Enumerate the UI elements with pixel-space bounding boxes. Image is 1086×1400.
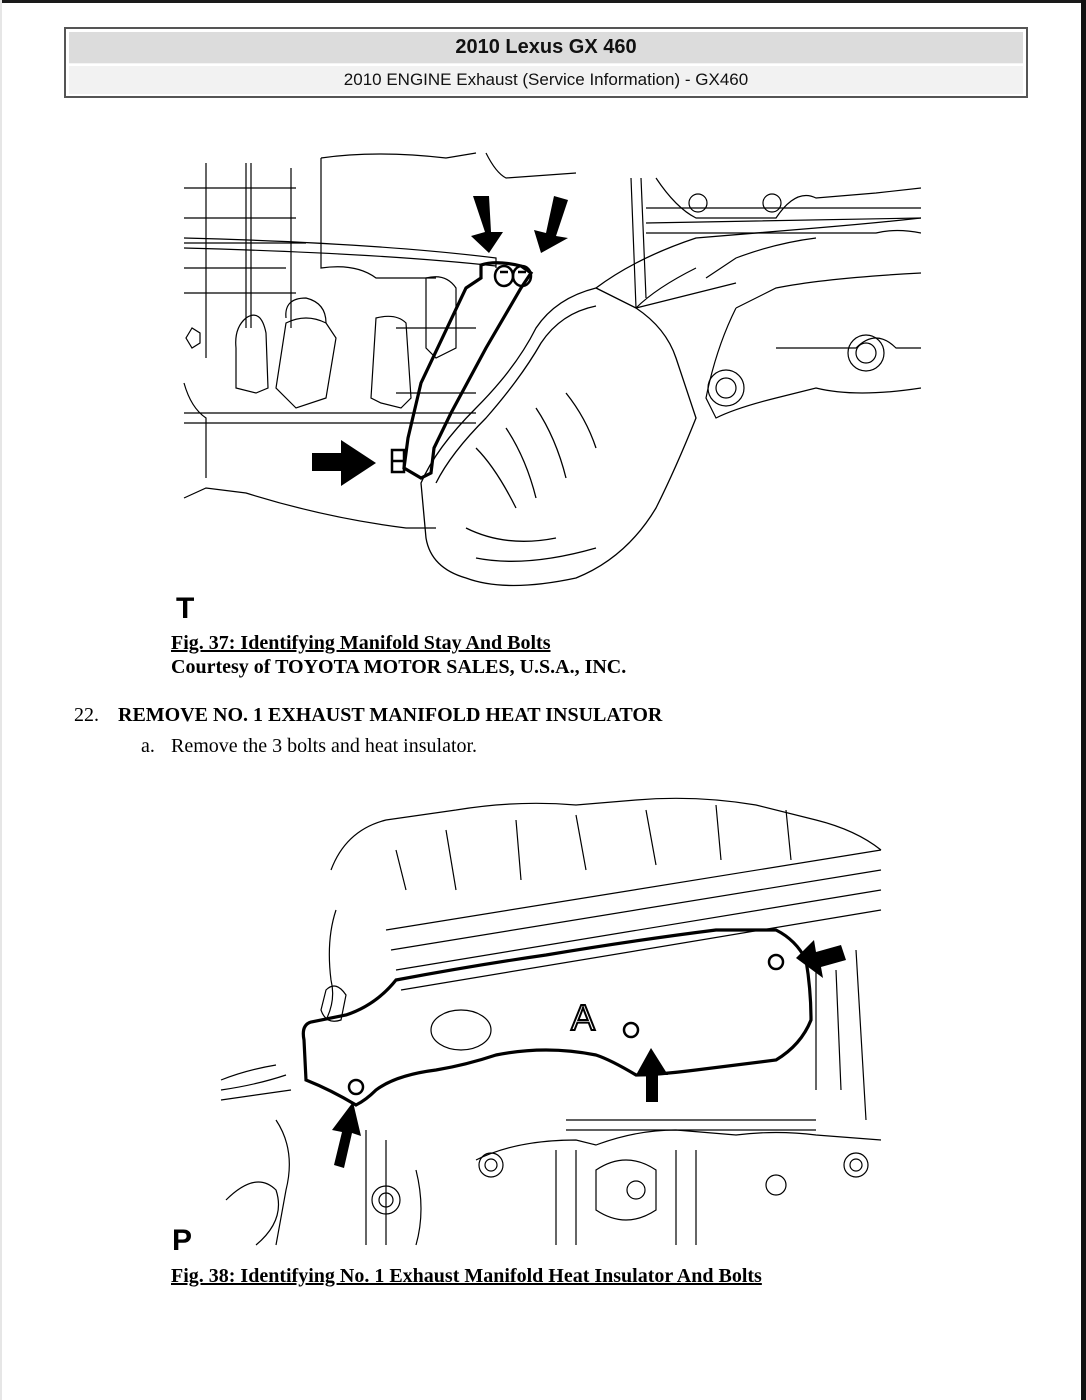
page-edge [0, 0, 1086, 3]
arrow-icon [534, 196, 568, 253]
insulator-bolts [347, 953, 785, 1096]
figure-38-caption: Fig. 38: Identifying No. 1 Exhaust Manif… [171, 1265, 762, 1287]
exhaust-manifold-outline [420, 217, 921, 587]
part-marker-a: A [571, 997, 595, 1038]
arrow-icon [471, 196, 503, 253]
document-header: 2010 Lexus GX 460 2010 ENGINE Exhaust (S… [64, 27, 1028, 98]
engine-outline [220, 797, 882, 1246]
page-edge [1081, 0, 1086, 1400]
figure-37-caption: Fig. 37: Identifying Manifold Stay And B… [171, 632, 551, 654]
heat-insulator-diagram: A [220, 797, 882, 1246]
indicator-arrows [332, 940, 846, 1168]
view-letter: P [172, 1224, 193, 1257]
arrow-icon [332, 1102, 361, 1168]
figure-37-illustration [176, 148, 921, 598]
step-number: 22. [74, 704, 99, 726]
stay-bolts [390, 264, 533, 474]
arrow-icon [636, 1048, 668, 1102]
substep-label: a. [141, 735, 155, 757]
document-subtitle: 2010 ENGINE Exhaust (Service Information… [69, 66, 1023, 94]
heat-insulator [301, 928, 813, 1107]
arrow-icon [796, 940, 846, 978]
page-edge [0, 0, 2, 1400]
procedure-step: 22. REMOVE NO. 1 EXHAUST MANIFOLD HEAT IN… [74, 703, 662, 727]
figure-37-credit: Courtesy of TOYOTA MOTOR SALES, U.S.A., … [171, 656, 627, 678]
substep-text: Remove the 3 bolts and heat insulator. [171, 735, 478, 757]
document-title: 2010 Lexus GX 460 [69, 32, 1023, 64]
figure-38-illustration: A [216, 790, 886, 1250]
procedure-substep: a. Remove the 3 bolts and heat insulator. [141, 734, 477, 758]
step-title: REMOVE NO. 1 EXHAUST MANIFOLD HEAT INSUL… [118, 704, 663, 726]
arrow-icon [312, 440, 376, 486]
view-letter: T [176, 592, 195, 625]
manifold-stay [402, 261, 534, 480]
manifold-stay-diagram [183, 152, 921, 587]
indicator-arrows [312, 196, 568, 486]
